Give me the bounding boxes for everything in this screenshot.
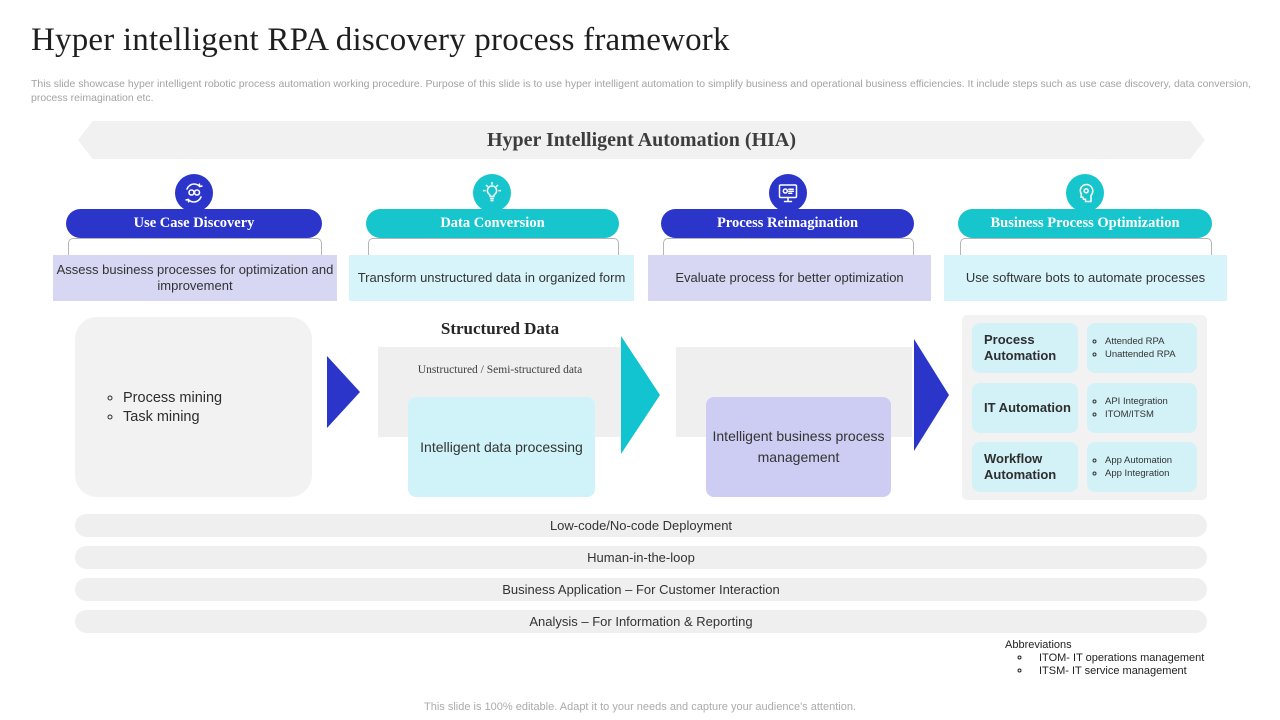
- automation-row: Process Automation Attended RPA Unattend…: [972, 323, 1197, 373]
- intelligent-bpm-box: Intelligent business process management: [706, 397, 891, 497]
- mining-item: Task mining: [123, 409, 222, 425]
- unstructured-data-label: Unstructured / Semi-structured data: [417, 364, 583, 376]
- automation-item: ITOM/ITSM: [1105, 409, 1168, 420]
- automation-item: App Automation: [1105, 455, 1172, 466]
- hia-banner: Hyper Intelligent Automation (HIA): [78, 121, 1205, 159]
- step-pill: Use Case Discovery: [66, 209, 322, 238]
- abbreviations-heading: Abbreviations: [1005, 639, 1072, 651]
- capability-bar: Low-code/No-code Deployment: [75, 514, 1207, 537]
- step-description: Transform unstructured data in organized…: [349, 255, 634, 301]
- flow-arrow-icon: [327, 356, 360, 428]
- abbreviation-item: ITOM- IT operations management: [1031, 652, 1204, 664]
- capability-bar: Business Application – For Customer Inte…: [75, 578, 1207, 601]
- capability-bar: Human-in-the-loop: [75, 546, 1207, 569]
- page-title: Hyper intelligent RPA discovery process …: [31, 22, 730, 58]
- automation-panel: Process Automation Attended RPA Unattend…: [962, 315, 1207, 500]
- automation-group-label: IT Automation: [972, 382, 1078, 433]
- abbreviation-item: ITSM- IT service management: [1031, 665, 1204, 677]
- step-pill: Business Process Optimization: [958, 209, 1212, 238]
- head-gear-icon: [1066, 174, 1104, 212]
- capability-bar: Analysis – For Information & Reporting: [75, 610, 1207, 633]
- step-label: Use Case Discovery: [133, 215, 255, 231]
- monitor-gear-icon: [769, 174, 807, 212]
- automation-row: IT Automation API Integration ITOM/ITSM: [972, 382, 1197, 433]
- automation-group-items: API Integration ITOM/ITSM: [1087, 382, 1197, 433]
- step-label: Data Conversion: [440, 215, 545, 231]
- discovery-icon: [175, 174, 213, 212]
- step-pill: Process Reimagination: [661, 209, 914, 238]
- flow-arrow-icon: [621, 336, 660, 454]
- step-description: Use software bots to automate processes: [944, 255, 1227, 301]
- automation-group-label: Process Automation: [972, 323, 1078, 373]
- page-subtitle: This slide showcase hyper intelligent ro…: [31, 78, 1252, 104]
- automation-item: API Integration: [1105, 396, 1168, 407]
- step-label: Business Process Optimization: [990, 215, 1180, 231]
- automation-group-items: Attended RPA Unattended RPA: [1087, 323, 1197, 373]
- automation-item: Attended RPA: [1105, 336, 1176, 347]
- step-label: Process Reimagination: [716, 215, 859, 231]
- automation-group-label: Workflow Automation: [972, 442, 1078, 492]
- step-description: Assess business processes for optimizati…: [53, 255, 337, 301]
- automation-item: App Integration: [1105, 468, 1172, 479]
- step-description: Evaluate process for better optimization: [648, 255, 931, 301]
- intelligent-data-processing-box: Intelligent data processing: [408, 397, 595, 497]
- hia-banner-title: Hyper Intelligent Automation (HIA): [486, 128, 797, 151]
- mining-list: Process mining Task mining: [75, 387, 222, 428]
- mining-item: Process mining: [123, 390, 222, 406]
- automation-group-items: App Automation App Integration: [1087, 442, 1197, 492]
- footer-note: This slide is 100% editable. Adapt it to…: [424, 701, 856, 713]
- automation-item: Unattended RPA: [1105, 349, 1176, 360]
- flow-arrow-icon: [914, 339, 949, 451]
- bulb-gear-icon: [473, 174, 511, 212]
- step-pill: Data Conversion: [366, 209, 619, 238]
- structured-data-heading: Structured Data: [440, 319, 560, 338]
- mining-box: Process mining Task mining: [75, 317, 312, 497]
- automation-row: Workflow Automation App Automation App I…: [972, 442, 1197, 492]
- abbreviations: Abbreviations ITOM- IT operations manage…: [1005, 639, 1204, 678]
